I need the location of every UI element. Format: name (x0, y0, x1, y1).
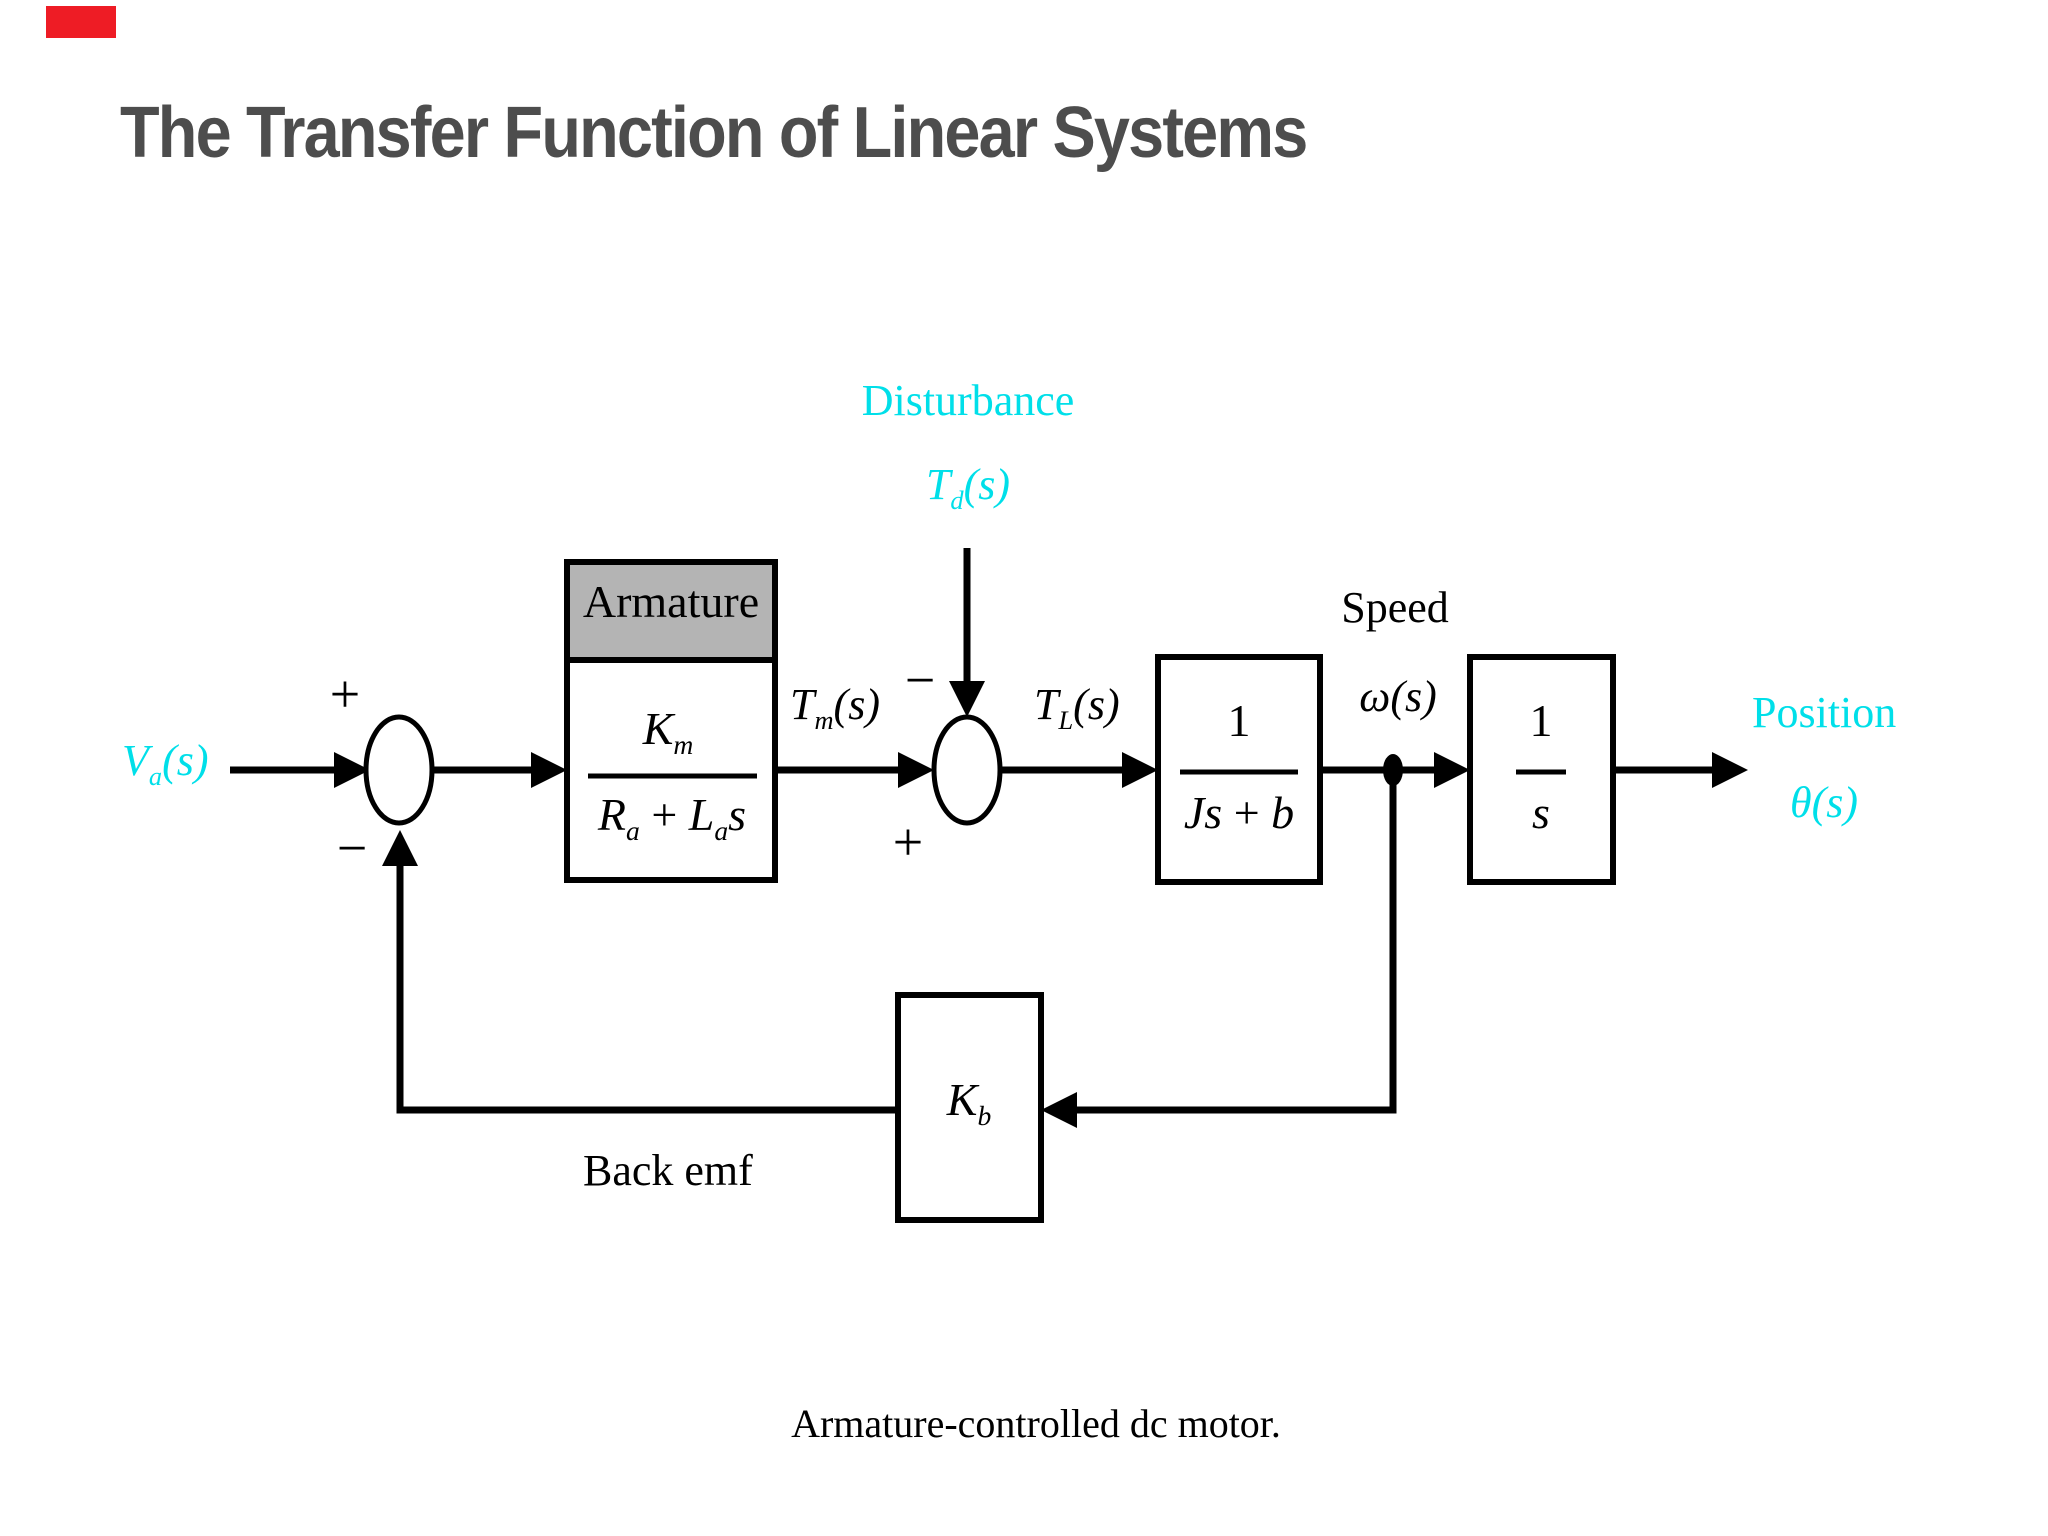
armature-block-header (564, 559, 778, 663)
position-symbol-base: θ (1789, 778, 1812, 827)
disturbance-arrowhead (949, 681, 985, 717)
motor-torque-sub: m (814, 704, 834, 735)
position-label: Position (1752, 688, 1897, 737)
load-torque-base: T (1034, 680, 1059, 729)
kb-gain-label: Kb (946, 1074, 991, 1129)
disturbance-symbol: Td(s) (925, 460, 1011, 513)
armature-denominator: Ra + Las (597, 788, 747, 844)
summing-junction-2 (931, 714, 1003, 826)
accent-bar (46, 6, 116, 38)
armature-den-r-sub: a (626, 815, 640, 847)
input-signal-label: Va(s) (122, 736, 209, 789)
position-symbol: θ(s) (1789, 778, 1859, 827)
sum1-minus-sign: − (336, 818, 368, 878)
position-symbol-arg: (s) (1811, 778, 1859, 827)
load-denominator: Js + b (1184, 786, 1294, 839)
sum1-plus-sign: + (329, 664, 361, 724)
input-symbol-arg: (s) (162, 736, 209, 785)
speed-symbol-arg: (s) (1390, 672, 1437, 721)
input-symbol-sub: a (148, 760, 163, 791)
back-emf-label: Back emf (583, 1146, 753, 1195)
integrator-numerator: 1 (1529, 695, 1553, 746)
armature-den-r: R (597, 789, 627, 840)
motor-torque-base: T (790, 680, 815, 729)
speed-symbol-base: ω (1359, 672, 1391, 721)
page-title: The Transfer Function of Linear Systems (120, 93, 1308, 173)
armature-den-s: s (728, 789, 747, 840)
motor-torque-label: Tm(s) (790, 680, 880, 733)
speed-label: Speed (1341, 583, 1449, 632)
armature-num-sub: m (673, 729, 694, 761)
sum2-to-load-arrowhead (1122, 752, 1158, 788)
kb-gain-base: K (946, 1074, 978, 1125)
load-torque-arg: (s) (1073, 680, 1120, 729)
sum2-minus-sign: − (904, 650, 936, 710)
feedback-return-line (396, 862, 898, 1114)
input-symbol-base: V (122, 736, 149, 785)
integrator-denominator: s (1532, 787, 1550, 838)
sum1-to-armature-arrowhead (531, 752, 567, 788)
motor-torque-arg: (s) (833, 680, 880, 729)
armature-den-plus: + (651, 789, 678, 840)
load-torque-sub: L (1058, 704, 1074, 735)
armature-den-l-sub: a (714, 815, 729, 847)
kb-gain-sub: b (977, 1100, 992, 1132)
disturbance-label: Disturbance (861, 376, 1075, 425)
load-numerator: 1 (1227, 695, 1251, 746)
feedback-branch-line (1073, 770, 1397, 1114)
feedback-into-sum1-arrowhead (382, 830, 418, 866)
figure-caption: Armature-controlled dc motor. (791, 1401, 1281, 1446)
disturbance-label-text: Disturbance (861, 376, 1075, 425)
armature-den-l: L (688, 789, 715, 840)
speed-symbol: ω(s) (1359, 672, 1437, 721)
integrator-arrowhead (1434, 752, 1470, 788)
armature-numerator: Km (642, 702, 694, 758)
load-den-plus: + (1233, 787, 1260, 838)
disturbance-symbol-base: T (925, 460, 951, 509)
load-den-b: b (1271, 787, 1295, 838)
disturbance-symbol-sub: d (950, 484, 964, 515)
armature-to-sum2-arrowhead (898, 752, 934, 788)
armature-block-title: Armature (582, 576, 760, 627)
disturbance-symbol-arg: (s) (963, 460, 1011, 509)
armature-num-base: K (642, 703, 674, 754)
load-den-js: Js (1183, 787, 1223, 838)
input-arrowhead (334, 752, 370, 788)
feedback-into-kb-arrowhead (1041, 1092, 1077, 1128)
summing-junction-1 (363, 714, 435, 826)
load-torque-label: TL(s) (1034, 680, 1120, 733)
sum2-plus-sign: + (892, 812, 924, 872)
output-arrowhead (1712, 752, 1748, 788)
kb-block (895, 992, 1044, 1223)
